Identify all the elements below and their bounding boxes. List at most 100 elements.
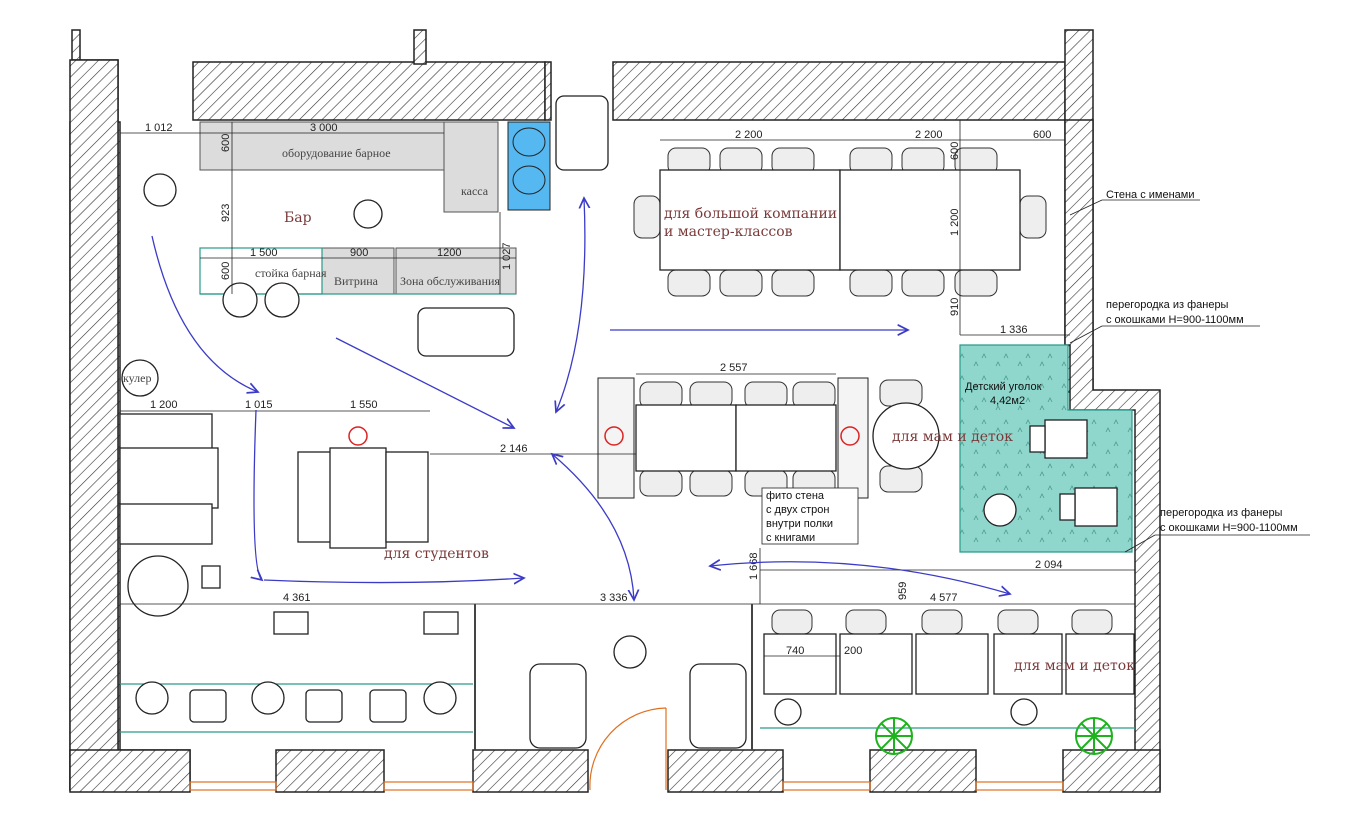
big-company-table	[633, 147, 1047, 297]
person-figure	[251, 681, 285, 715]
table	[763, 633, 837, 695]
dim-label: 4 577	[930, 592, 958, 604]
dim-label: 1 200	[150, 399, 178, 411]
windows	[189, 781, 1064, 791]
person-figure	[983, 493, 1017, 527]
note-photo-wall-2: с двух строн	[766, 504, 829, 516]
entrance-door[interactable]	[589, 707, 667, 791]
service-zone-label: Зона обслуживания	[400, 274, 500, 288]
dim-label: 600	[1033, 129, 1051, 141]
kids-corner-label-1: Детский уголок	[965, 381, 1042, 393]
dim-label: 3 336	[600, 592, 628, 604]
note-names-wall: Стена с именами	[1106, 189, 1195, 201]
zone-moms-round-label: для мам и деток	[892, 429, 1013, 445]
kids-corner-label-2: 4,42м2	[990, 395, 1025, 407]
wheelchair	[417, 307, 515, 357]
plant-icon	[875, 717, 913, 755]
dim-label: 1 336	[1000, 324, 1028, 336]
photo-wall-right	[837, 377, 869, 499]
dim-label: 2 094	[1035, 559, 1063, 571]
dim-label: 1 500	[250, 247, 278, 259]
table	[119, 447, 219, 509]
dim-label: 3 000	[310, 122, 338, 134]
student-area	[119, 413, 429, 617]
zone-big-company-line2: и мастер-классов	[664, 224, 793, 240]
dim-label: 1 200	[949, 208, 961, 236]
table	[839, 633, 913, 695]
dim-label: 600	[220, 262, 232, 280]
sofa	[119, 413, 213, 455]
stroller	[689, 663, 747, 749]
dim-label: 910	[949, 298, 961, 316]
dim-label: 1 012	[145, 122, 173, 134]
armchair	[127, 555, 189, 617]
dim-label: 2 557	[720, 362, 748, 374]
note-partition-1-line2: с окошками Н=900-1100мм	[1106, 314, 1244, 326]
photo-wall-note: фито стена с двух строн внутри полки с к…	[761, 487, 859, 545]
dim-label: 2 146	[500, 443, 528, 455]
person-figure	[423, 681, 457, 715]
sofa	[385, 451, 429, 543]
kids-chair	[1029, 425, 1046, 453]
bar-area	[199, 121, 551, 318]
zone-bar-label: Бар	[284, 210, 312, 226]
cooler	[121, 359, 159, 397]
sofa	[119, 503, 213, 545]
chairs	[633, 147, 1047, 297]
laptop	[201, 565, 221, 589]
note-photo-wall-3: внутри полки	[766, 518, 833, 530]
cooler-label: кулер	[123, 371, 151, 385]
person-figure	[143, 173, 177, 207]
dim-label: 2 200	[915, 129, 943, 141]
bar-stool	[264, 282, 300, 318]
table	[329, 447, 387, 549]
person-figure	[353, 199, 383, 229]
service-counter	[395, 247, 517, 295]
dim-label: 740	[786, 645, 804, 657]
table	[1065, 633, 1135, 695]
dim-label: 1 015	[245, 399, 273, 411]
showcase	[321, 247, 395, 295]
person-figure	[1010, 698, 1038, 726]
wheelchair	[555, 95, 609, 171]
stroller	[529, 663, 587, 749]
zone-big-company-line1: для большой компании	[664, 206, 837, 222]
note-photo-wall-1: фито стена	[766, 490, 825, 502]
note-partition-2-line1: перегородка из фанеры	[1160, 507, 1283, 519]
bar-counter-label: стойка барная	[255, 266, 327, 280]
table-left	[659, 169, 841, 271]
kids-table	[1074, 487, 1118, 527]
bar-equipment	[199, 121, 445, 171]
flow-arrows	[151, 198, 1010, 600]
big-table-dimension-lines	[660, 120, 1070, 336]
cashier-counter	[443, 121, 499, 213]
dim-label: 4 361	[283, 592, 311, 604]
window-tables-right	[760, 609, 1135, 729]
note-partition-2-line2: с окошками Н=900-1100мм	[1160, 522, 1298, 534]
person-figure	[774, 698, 802, 726]
dim-label: 959	[897, 582, 909, 600]
bar-equipment-label: оборудование барное	[282, 146, 391, 160]
dim-label: 1200	[437, 247, 461, 259]
table	[915, 633, 989, 695]
table	[635, 404, 737, 472]
central-table	[597, 377, 869, 499]
dim-label: 600	[949, 142, 961, 160]
dim-label: 1 027	[501, 242, 513, 270]
dim-label: 1 668	[748, 552, 760, 580]
dim-label: 1 550	[350, 399, 378, 411]
round-table	[872, 402, 940, 470]
laptop	[273, 611, 309, 635]
laptop	[423, 611, 459, 635]
window-bench-left	[120, 611, 473, 733]
dim-label: 900	[350, 247, 368, 259]
note-partition-1-line1: перегородка из фанеры	[1106, 299, 1229, 311]
bar-stool	[222, 282, 258, 318]
plant-icon	[1075, 717, 1113, 755]
table	[993, 633, 1063, 695]
zone-moms-bottom-label: для мам и деток	[1014, 658, 1135, 674]
table-right	[839, 169, 1021, 271]
person-figure	[135, 681, 169, 715]
dim-label: 200	[844, 645, 862, 657]
